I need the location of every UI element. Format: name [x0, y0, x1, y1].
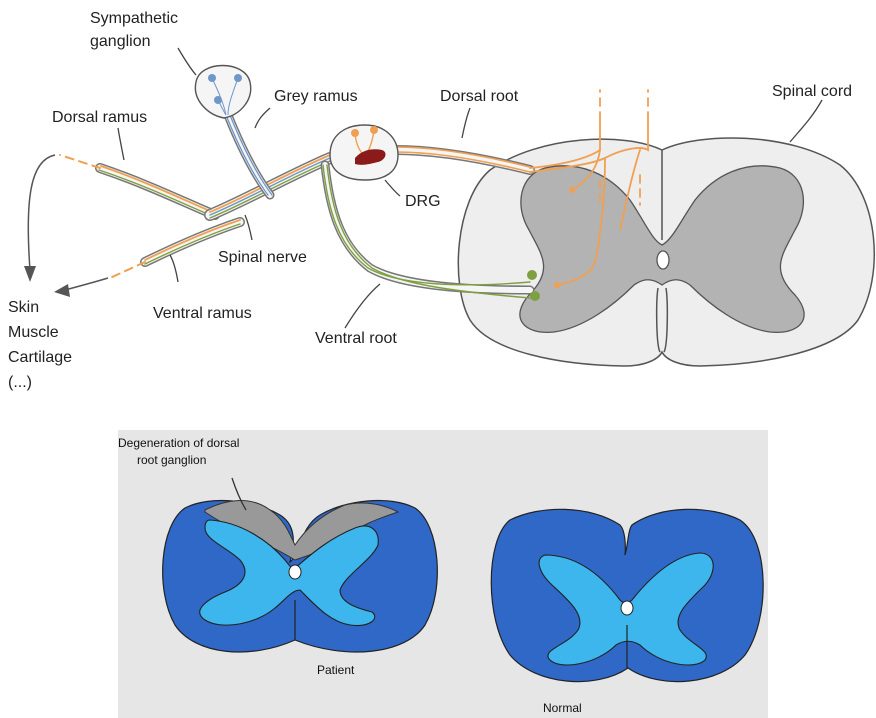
- label-target-cartilage: Cartilage: [8, 349, 72, 366]
- label-target-more: (...): [8, 374, 32, 391]
- sympathetic-ganglion: [195, 66, 250, 119]
- dorsal-horn-neuron: [569, 187, 575, 193]
- top-diagram: Sympathetic ganglion Grey ramus Dorsal r…: [8, 10, 874, 391]
- arrow-head-2: [54, 284, 70, 297]
- label-dorsal-ramus: Dorsal ramus: [52, 109, 147, 126]
- dorsal-ramus-nerve: [60, 155, 215, 217]
- label-spinal-cord: Spinal cord: [772, 83, 852, 100]
- arrow-head-1: [24, 266, 36, 282]
- dorsal-root-ganglion: [330, 125, 398, 180]
- label-sympathetic-ganglion-1: Sympathetic: [90, 10, 178, 27]
- central-canal: [657, 251, 669, 269]
- label-patient: Patient: [317, 663, 355, 677]
- bottom-diagram: Degeneration of dorsal root ganglion Pat…: [118, 430, 768, 718]
- label-spinal-nerve: Spinal nerve: [218, 249, 307, 266]
- label-degeneration-2: root ganglion: [137, 453, 206, 467]
- label-target-skin: Skin: [8, 299, 39, 316]
- label-ventral-root: Ventral root: [315, 330, 397, 347]
- label-grey-ramus: Grey ramus: [274, 88, 358, 105]
- ventral-horn-synapse: [554, 282, 560, 288]
- label-ventral-ramus: Ventral ramus: [153, 305, 252, 322]
- motor-neuron-1: [527, 270, 537, 280]
- label-degeneration-1: Degeneration of dorsal: [118, 436, 239, 450]
- label-sympathetic-ganglion-2: ganglion: [90, 33, 151, 50]
- motor-neuron-2: [530, 291, 540, 301]
- target-arrows: [28, 155, 108, 290]
- label-normal: Normal: [543, 701, 582, 715]
- label-target-muscle: Muscle: [8, 324, 59, 341]
- grey-ramus-nerve: [226, 115, 272, 195]
- label-dorsal-root: Dorsal root: [440, 88, 519, 105]
- spinal-nerve-trunk: [210, 155, 330, 218]
- label-drg: DRG: [405, 193, 441, 210]
